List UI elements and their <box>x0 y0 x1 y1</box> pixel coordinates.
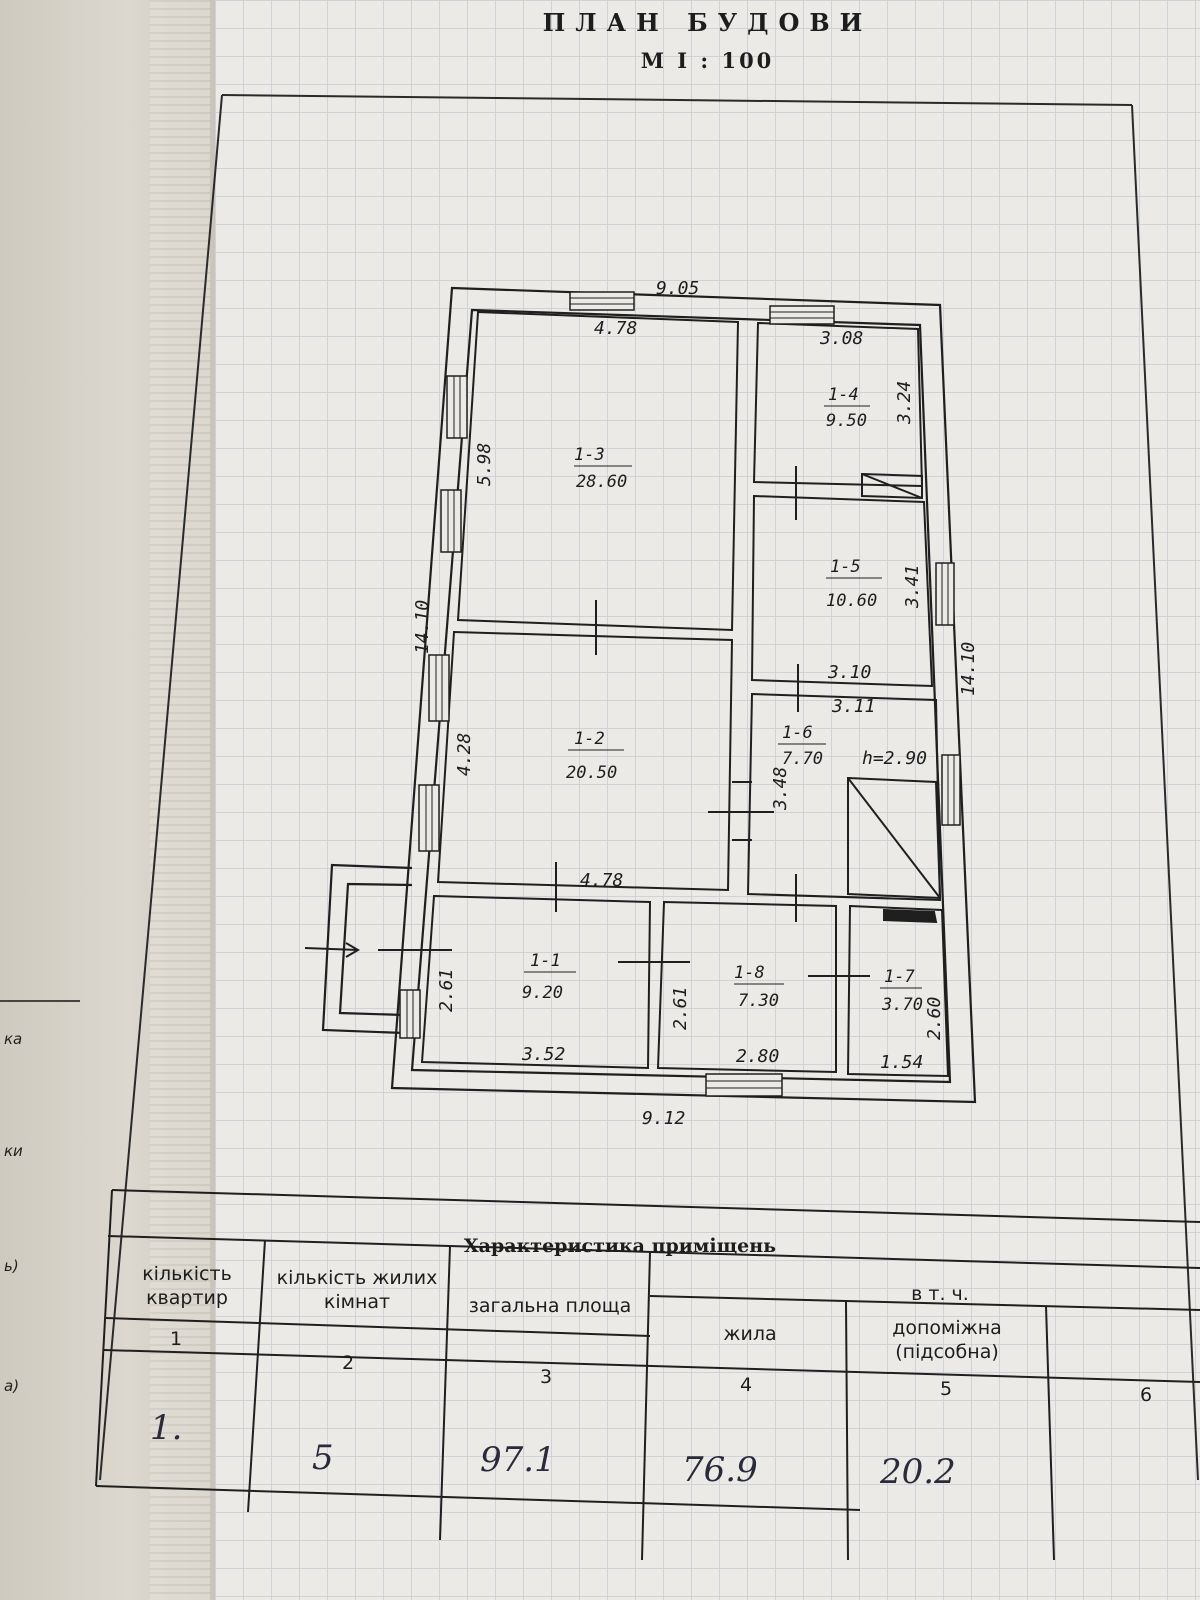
room-1-7-outline <box>846 904 950 1078</box>
left-page: ка ки ь) а) <box>0 0 215 1600</box>
dim-r11-h: 2.61 <box>436 969 457 1012</box>
room-1-3-area: 28.60 <box>576 472 627 492</box>
room-1-2-id: 1-2 <box>574 729 605 749</box>
dim-bottom: 9.12 <box>642 1108 685 1129</box>
value-auxiliary: 20.2 <box>880 1452 956 1492</box>
header-group: в т. ч. <box>911 1283 969 1305</box>
left-label: а) <box>4 1377 20 1395</box>
col-number: 2 <box>342 1352 355 1374</box>
room-1-5-area: 10.60 <box>826 591 877 611</box>
left-page-table-stub: ка ки ь) а) <box>0 1000 80 1402</box>
page-title: ПЛАН БУДОВИ <box>542 8 873 37</box>
room-1-8-outline <box>656 900 837 1074</box>
col-number: 1 <box>170 1328 183 1350</box>
room-1-1-id: 1-1 <box>530 951 561 971</box>
value-living-rooms: 5 <box>312 1438 334 1478</box>
room-1-6-outline <box>746 692 942 902</box>
window-top-1 <box>569 291 635 311</box>
dim-r18-w: 2.80 <box>736 1046 779 1067</box>
dim-r13-h: 5.98 <box>474 443 495 486</box>
dim-right: 14.10 <box>958 642 979 696</box>
window-left-4 <box>418 784 440 852</box>
dim-r14-w: 3.08 <box>819 328 863 349</box>
dim-r15-w: 3.10 <box>827 662 871 683</box>
dim-r16-w: 3.11 <box>831 696 875 717</box>
scale-label: М І : 100 <box>640 48 775 73</box>
window-top-2 <box>769 305 835 325</box>
room-1-2-area: 20.50 <box>566 763 617 783</box>
dim-r13-w: 4.78 <box>594 318 637 339</box>
header-living-rooms: кількість жилих кімнат <box>276 1267 438 1313</box>
stove-mark <box>883 908 938 924</box>
frame-left-line <box>99 94 223 1481</box>
room-1-8-id: 1-8 <box>734 963 765 983</box>
header-auxiliary: допоміжна (підсобна) <box>892 1317 1002 1363</box>
dim-r12-h: 4.28 <box>454 733 475 776</box>
value-total-area: 97.1 <box>480 1440 556 1480</box>
dim-r11-w: 3.52 <box>521 1044 565 1065</box>
dim-r14-h: 3.24 <box>894 381 915 425</box>
dim-r16-h: 3.48 <box>770 767 791 811</box>
col-number: 3 <box>540 1366 553 1388</box>
dim-r18-h: 2.61 <box>670 987 691 1030</box>
plan-sheet: ПЛАН БУДОВИ М І : 100 <box>215 0 1200 1600</box>
room-1-4-id: 1-4 <box>828 385 859 405</box>
col-number: 5 <box>940 1378 953 1400</box>
room-1-6-id: 1-6 <box>782 723 813 743</box>
header-total-area: загальна площа <box>468 1295 632 1317</box>
room-1-3-outline <box>456 310 740 632</box>
frame-top-line <box>221 94 1133 106</box>
window-left-2 <box>440 489 462 553</box>
window-left-3 <box>428 654 450 722</box>
col-number: 6 <box>1140 1384 1153 1406</box>
porch-outer <box>321 863 413 1035</box>
entry-arrow-head <box>345 942 360 958</box>
room-1-7-area: 3.70 <box>881 995 923 1015</box>
entry-arrow <box>304 947 359 951</box>
dim-top: 9.05 <box>656 278 699 299</box>
frame-right-line <box>1131 104 1199 1481</box>
room-1-6-area: 7.70 <box>782 749 823 769</box>
room-1-5-id: 1-5 <box>830 557 861 577</box>
room-1-4-area: 9.50 <box>826 411 867 431</box>
header-apartments: кількість квартир <box>142 1263 232 1309</box>
characteristics-table-grid <box>95 1189 1200 1561</box>
window-bottom <box>705 1073 783 1097</box>
dim-left: 14.10 <box>412 600 433 654</box>
header-living: жила <box>723 1323 777 1345</box>
dim-r12-w: 4.78 <box>580 870 623 891</box>
window-left-1 <box>446 375 468 439</box>
room-1-2-outline <box>436 630 734 892</box>
window-right-1 <box>935 562 955 626</box>
room-1-8-area: 7.30 <box>738 991 779 1011</box>
window-right-2 <box>941 754 961 826</box>
room-1-7-id: 1-7 <box>884 967 915 987</box>
dim-r15-h: 3.41 <box>902 565 923 609</box>
dim-r17-h: 2.60 <box>924 997 945 1040</box>
room-1-3-id: 1-3 <box>574 445 605 465</box>
room-1-5-outline <box>750 494 934 688</box>
dim-r16-height: h=2.90 <box>862 748 927 769</box>
stair-diagonal <box>847 777 941 899</box>
value-apartments: 1. <box>150 1408 183 1448</box>
outer-wall-outline <box>390 286 977 1104</box>
left-label: ь) <box>4 1257 19 1275</box>
table-title: Характеристика приміщень <box>463 1235 777 1257</box>
value-living: 76.9 <box>682 1450 758 1490</box>
window-left-5 <box>399 989 421 1039</box>
dim-r17-w: 1.54 <box>880 1052 923 1073</box>
col-number: 4 <box>740 1374 753 1396</box>
small-stair-diag <box>861 473 923 499</box>
left-label: ки <box>4 1142 23 1160</box>
room-1-1-area: 9.20 <box>522 983 563 1003</box>
room-1-1-outline <box>420 894 652 1070</box>
left-label: ка <box>4 1030 23 1048</box>
